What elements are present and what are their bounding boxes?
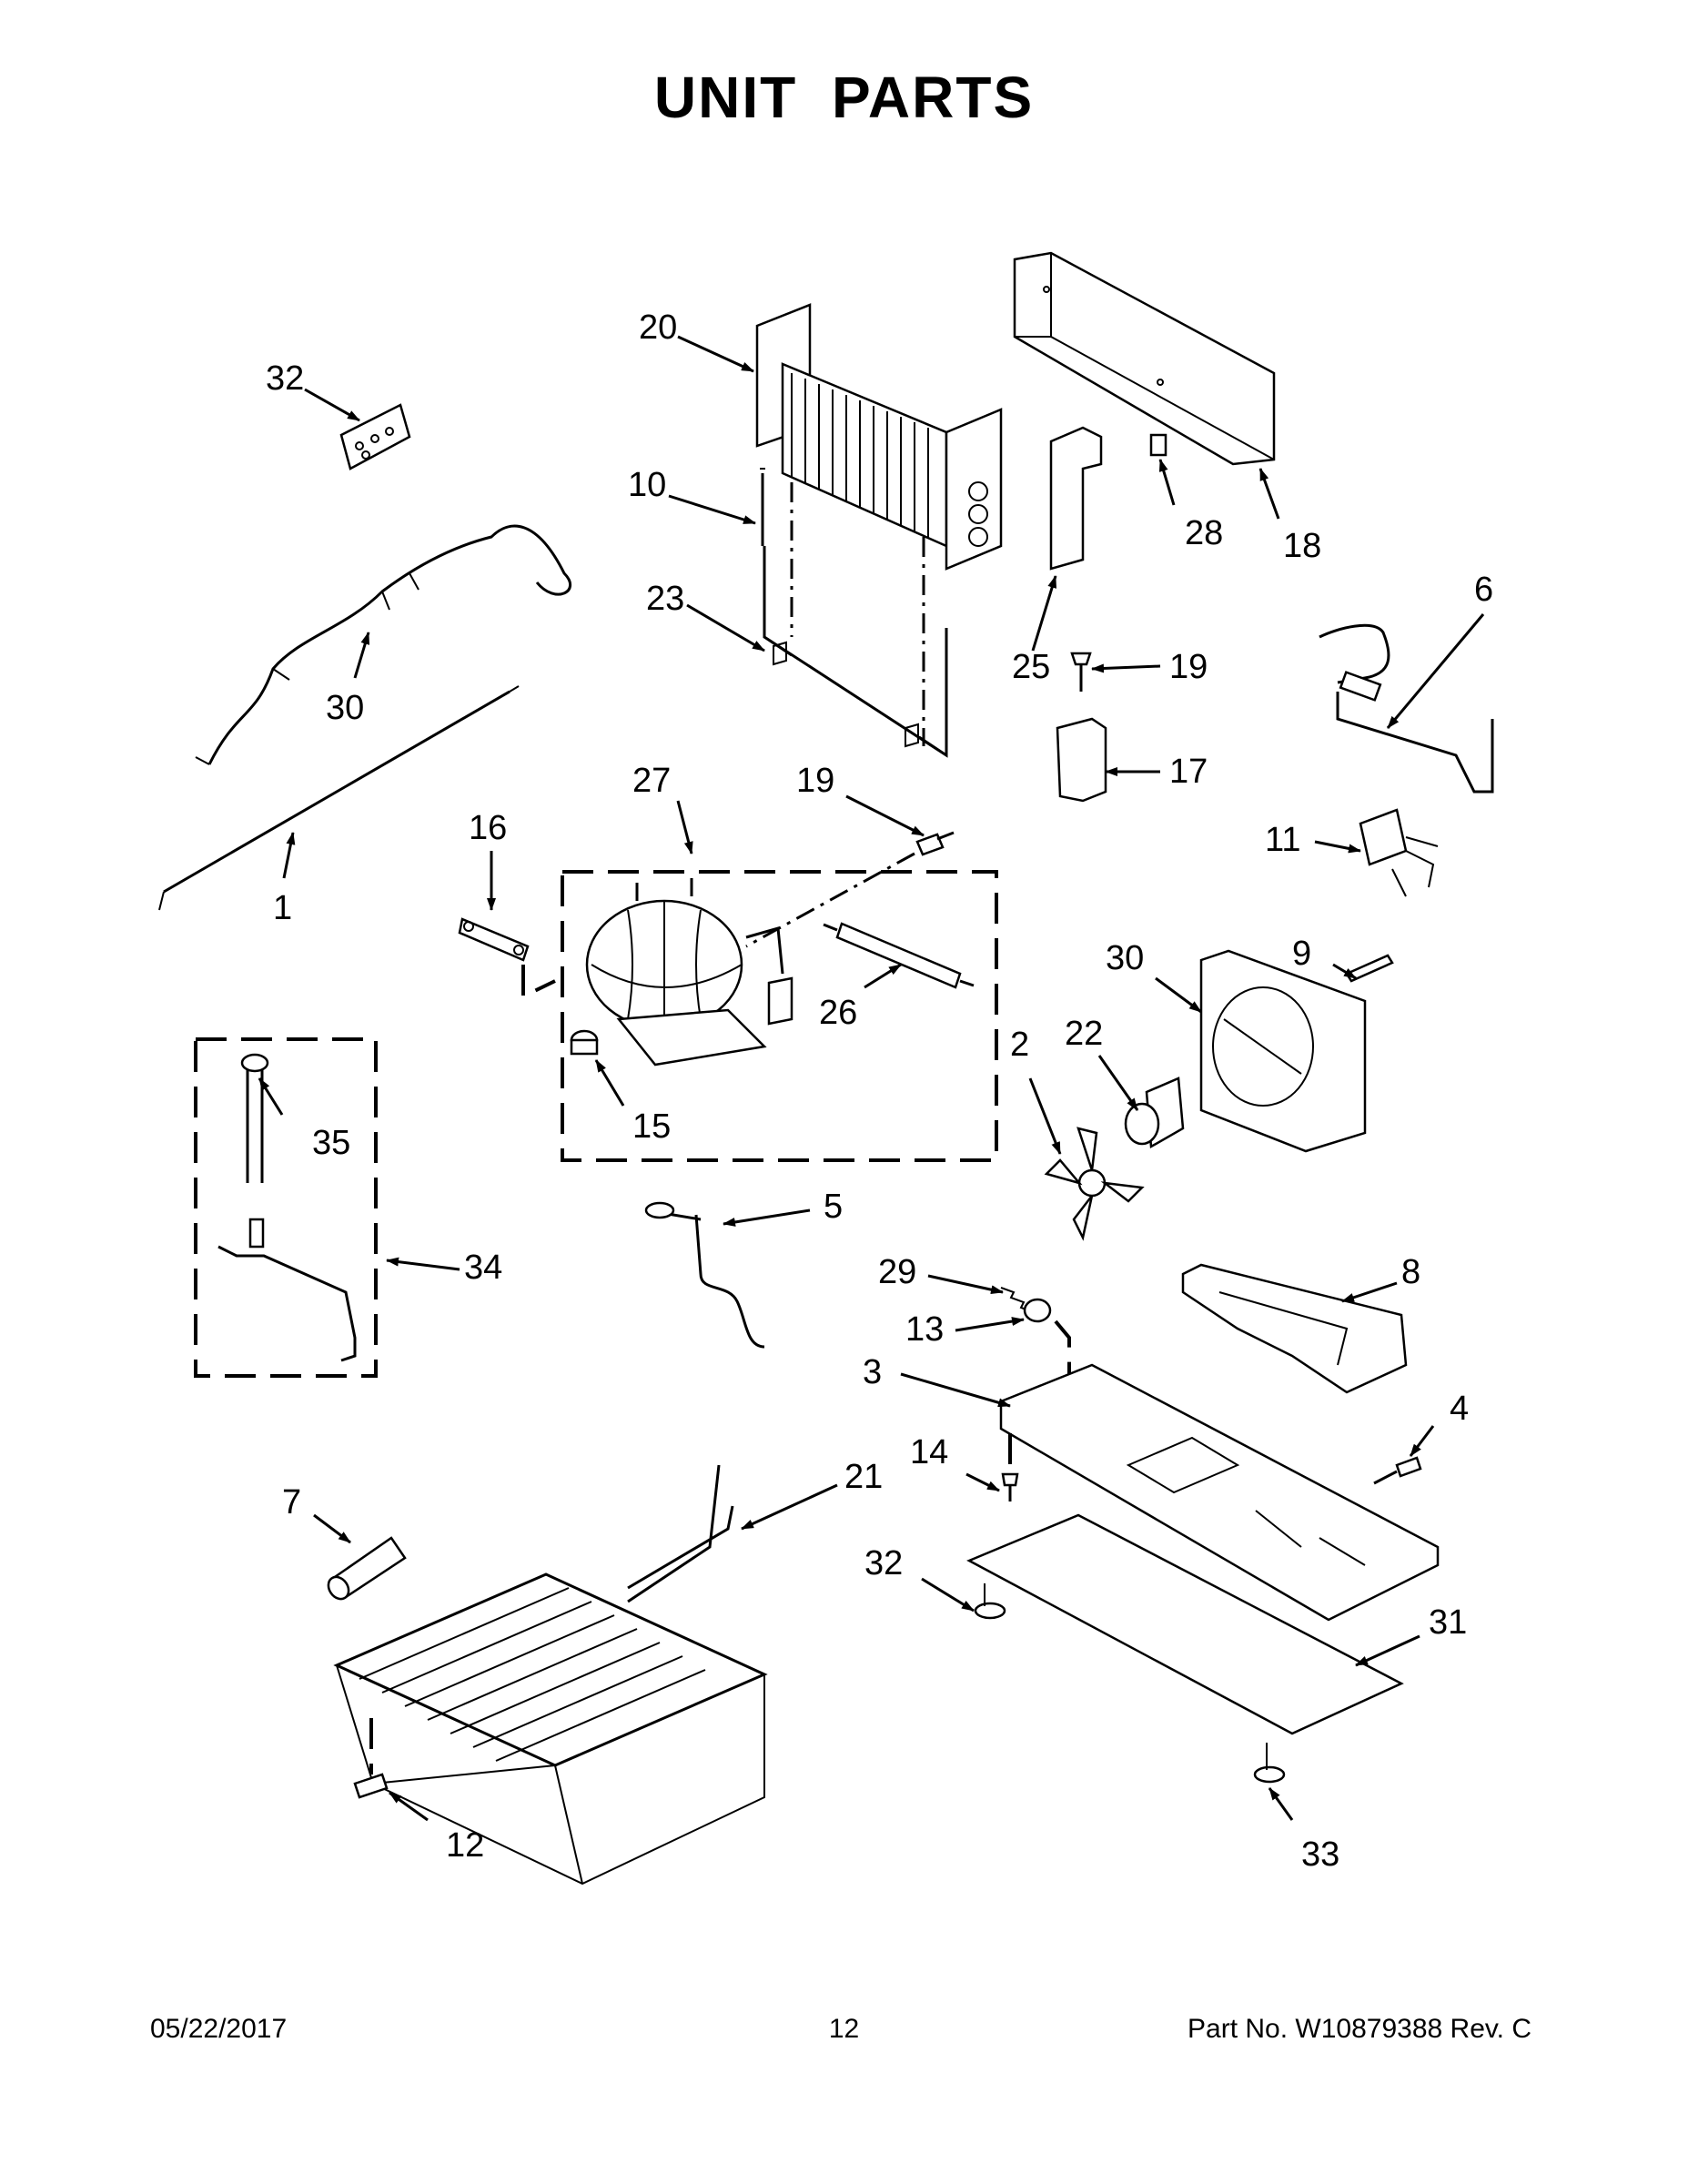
part-10-heater <box>760 468 765 546</box>
leader-lines <box>258 335 1485 1822</box>
callout-23: 23 <box>646 580 684 618</box>
part-5-drain-tube <box>644 1201 765 1349</box>
part-25-drier <box>823 922 975 989</box>
part-33-heater-tube <box>217 1218 357 1362</box>
callout-11: 11 <box>1265 821 1300 859</box>
part-19-screw-middle <box>915 831 955 856</box>
part-21-condenser <box>333 1464 768 1886</box>
callout-29: 30 <box>1106 939 1144 977</box>
callout-3: 3 <box>863 1353 882 1391</box>
callout-13: 13 <box>905 1310 944 1349</box>
part-29-fan-shroud <box>1199 949 1367 1153</box>
part-26-compressor <box>585 878 793 1067</box>
callout-33: 34 <box>464 1249 502 1287</box>
callout-35: 35 <box>312 1124 350 1162</box>
page-title: UNIT PARTS <box>653 65 1035 130</box>
callout-31: 31 <box>1429 1603 1467 1642</box>
callout-34: 32 <box>266 359 304 398</box>
callout-21: 21 <box>844 1458 883 1496</box>
callout-32-left: 32 <box>864 1544 903 1582</box>
footer-page-number: 12 <box>828 2014 860 2044</box>
part-17-bracket <box>1056 717 1107 803</box>
part-14-screw <box>1001 1472 1019 1502</box>
group-33-box <box>194 1037 378 1378</box>
callout-16: 16 <box>469 809 507 847</box>
callout-12: 12 <box>446 1826 484 1865</box>
callout-labels: 32 20 10 23 30 1 25 19 17 28 18 6 11 27 … <box>266 308 1493 1874</box>
part-13-grommet <box>1023 1298 1052 1323</box>
callout-25: 26 <box>819 994 857 1032</box>
part-8-tray <box>1181 1263 1408 1394</box>
part-11-relay <box>1359 808 1439 897</box>
callout-20: 20 <box>639 308 677 347</box>
part-19-screw-upper <box>1070 652 1092 692</box>
callout-9: 9 <box>1292 935 1311 973</box>
part-4-screw <box>1373 1456 1422 1485</box>
callout-5: 5 <box>824 1188 843 1226</box>
callout-32-right: 33 <box>1301 1835 1339 1874</box>
part-30-wire-harness <box>195 524 571 765</box>
callout-17: 17 <box>1169 753 1208 791</box>
callout-2: 2 <box>1010 1026 1029 1064</box>
callout-7: 7 <box>282 1483 301 1522</box>
part-16-bracket <box>458 917 530 962</box>
footer-part-number: Part No. W10879388 Rev. C <box>1188 2014 1531 2044</box>
callout-19-upper: 19 <box>1169 648 1208 686</box>
callout-1: 1 <box>273 889 292 927</box>
part-34-control-board <box>339 403 411 470</box>
group-26-box <box>561 870 998 1162</box>
part-12-clip <box>353 1718 389 1799</box>
callout-4: 4 <box>1450 1390 1469 1428</box>
callout-19-middle: 19 <box>796 762 834 800</box>
part-22-fan-motor <box>1124 1077 1185 1149</box>
part-2-fan-blade <box>1044 1127 1145 1241</box>
callout-24: 25 <box>1012 648 1050 686</box>
callout-27: 28 <box>1185 514 1223 552</box>
part-1-wire <box>158 685 520 911</box>
callout-6: 6 <box>1474 571 1493 609</box>
part-20-evaporator <box>755 303 1003 571</box>
assembly-line <box>521 965 556 1000</box>
part-6-tubing <box>1319 623 1494 794</box>
callout-8: 8 <box>1401 1253 1420 1291</box>
part-3-base-plate <box>999 1363 1440 1622</box>
callout-18: 18 <box>1283 527 1321 565</box>
part-32-foot-right <box>1253 1743 1286 1784</box>
part-28-spring <box>1000 1287 1035 1313</box>
part-31-panel <box>966 1513 1404 1735</box>
callout-22: 22 <box>1065 1015 1103 1053</box>
footer-date: 05/22/2017 <box>150 2014 288 2044</box>
callout-14: 14 <box>910 1433 948 1471</box>
part-15-grommet <box>570 1029 599 1056</box>
callout-26: 27 <box>632 762 671 800</box>
assembly-line <box>745 852 915 948</box>
callout-10: 10 <box>628 466 666 504</box>
part-32-foot-left <box>974 1583 1006 1620</box>
assembly-line <box>1054 1320 1071 1374</box>
part-35-thermostat <box>240 1053 269 1183</box>
callout-28: 29 <box>878 1253 916 1291</box>
part-7-sleeve <box>327 1536 407 1601</box>
part-27-clip <box>1149 433 1167 457</box>
part-18-cover <box>1013 251 1276 466</box>
part-24-duct <box>1049 426 1103 571</box>
callout-15: 15 <box>632 1107 671 1146</box>
callout-30: 30 <box>326 689 364 727</box>
